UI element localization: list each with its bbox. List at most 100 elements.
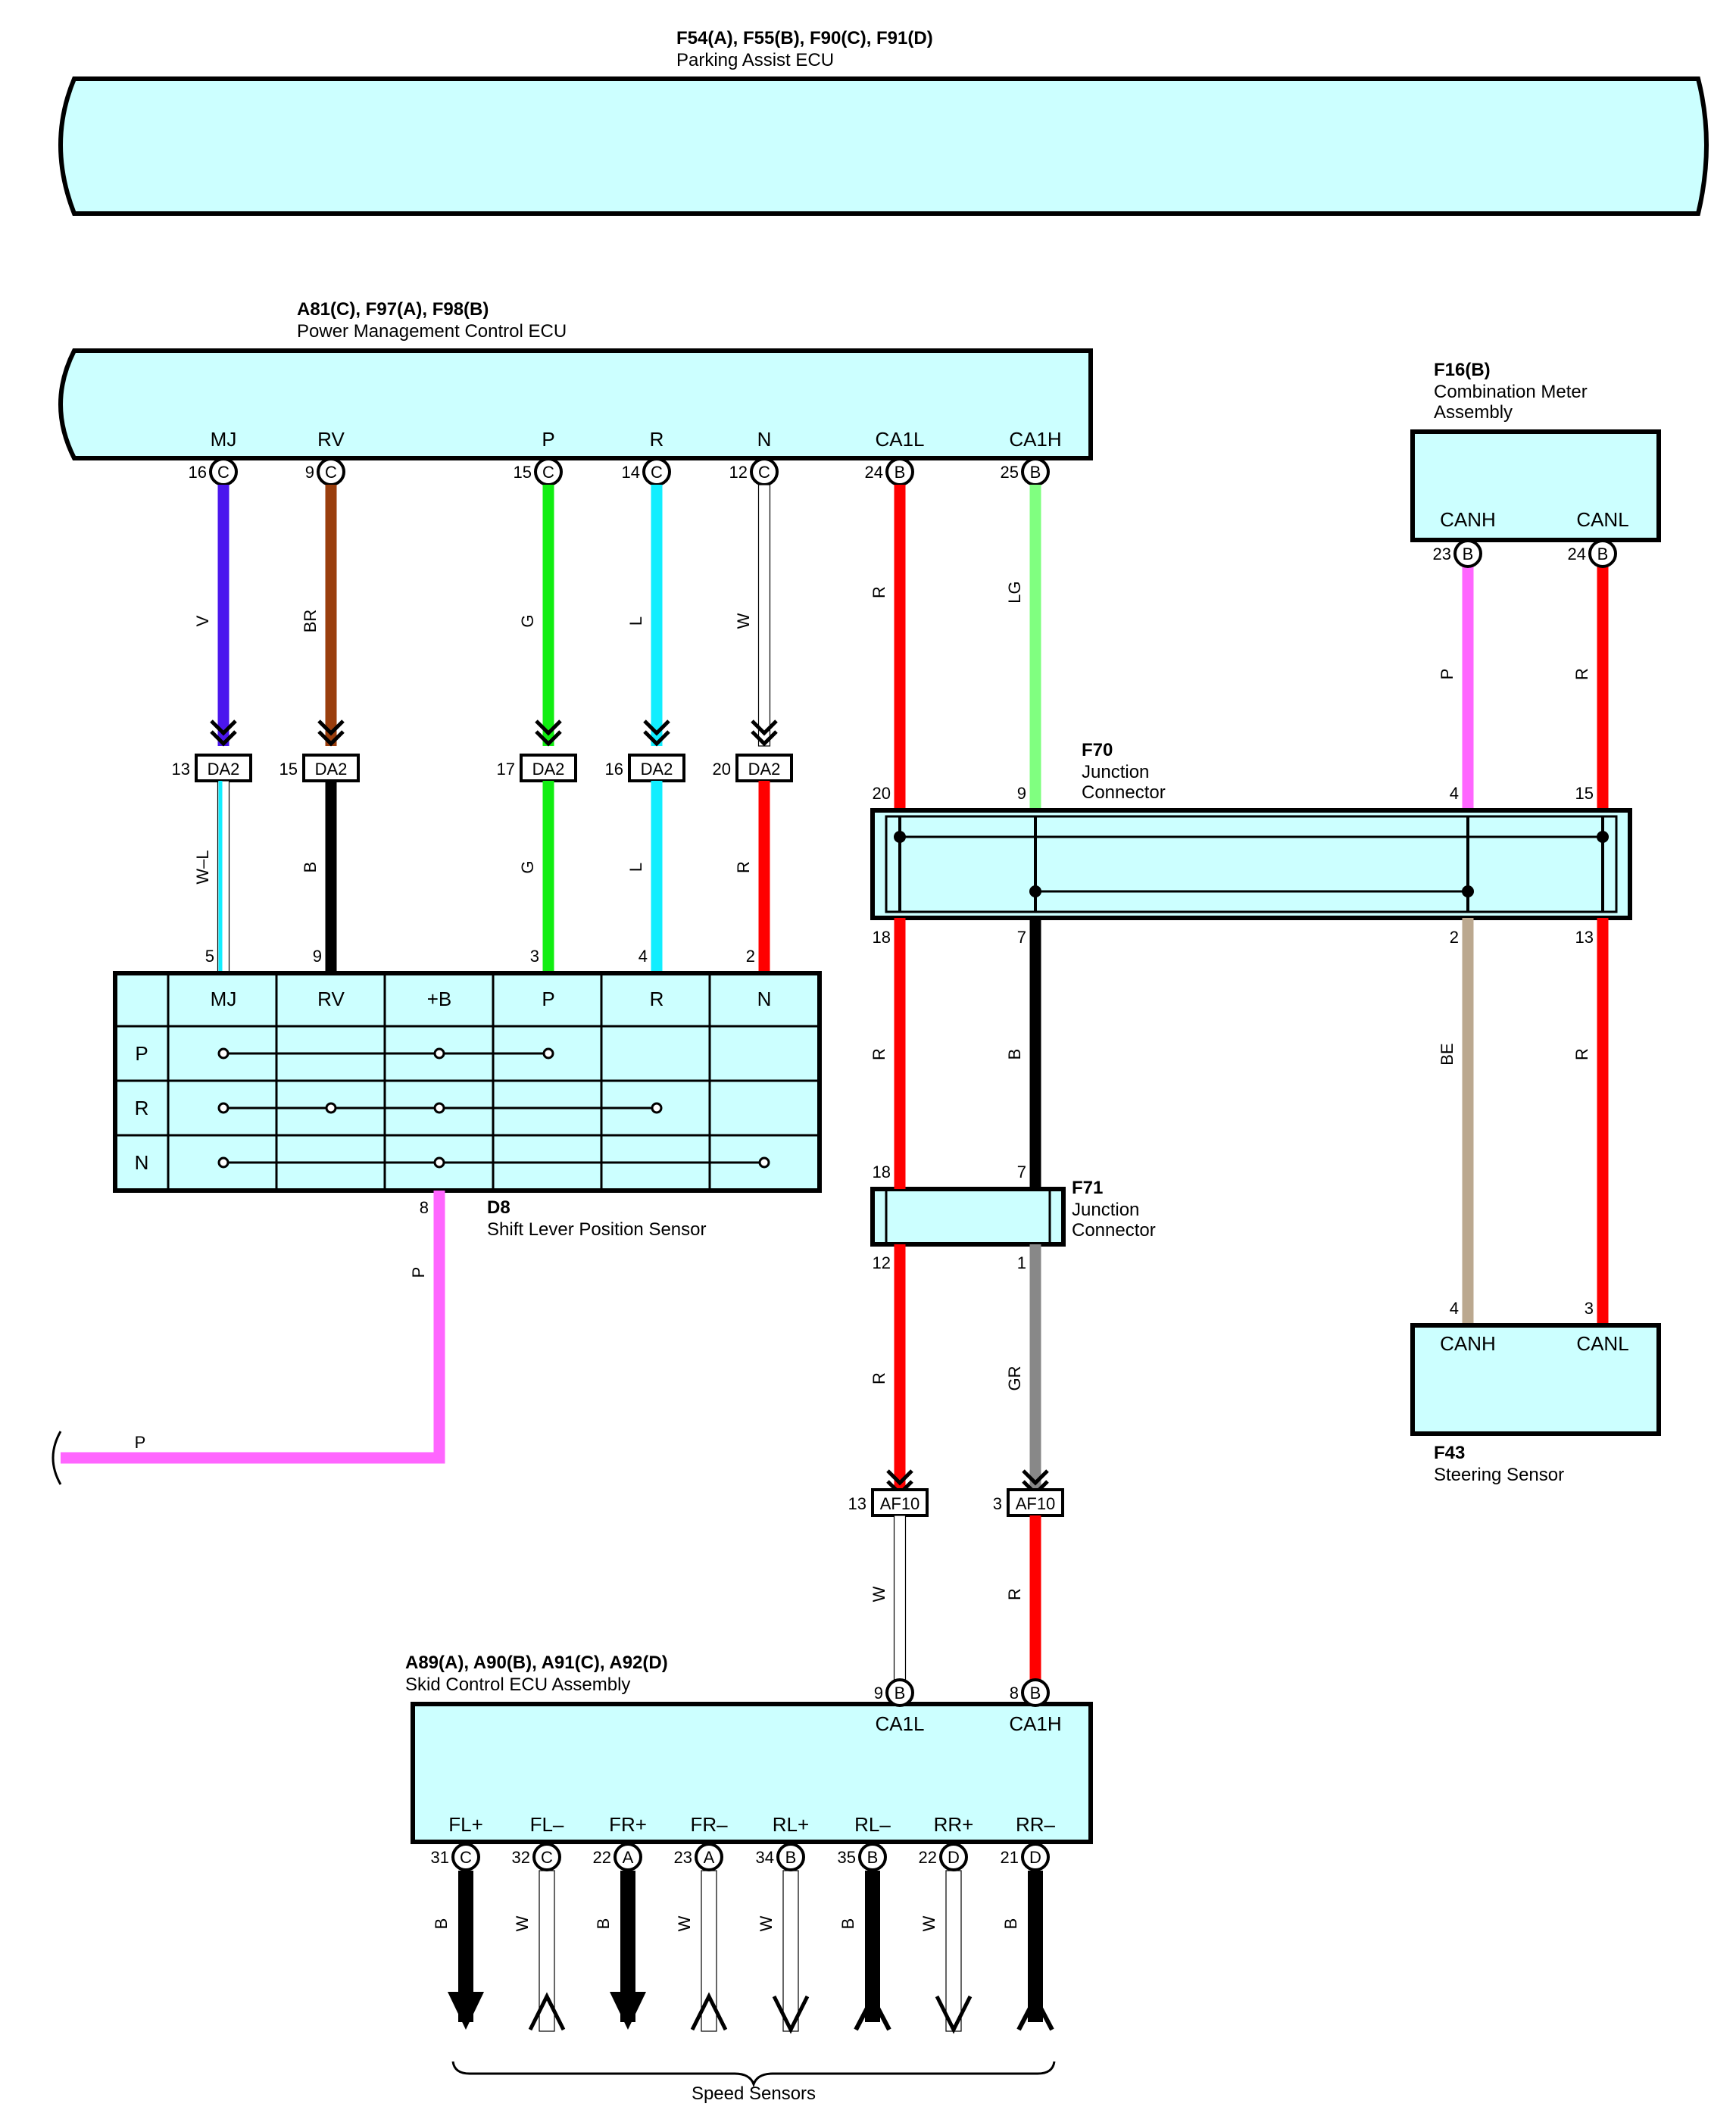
af10-lower-wire-0 xyxy=(893,1515,907,1681)
pm-terminal-5-pin: 24 xyxy=(865,463,883,482)
pm-terminal-0-pin: 16 xyxy=(189,463,207,482)
skid-bottom-wire-label-2: B xyxy=(594,1918,613,1930)
upper-wire-label-0: V xyxy=(193,615,212,626)
upper-wire-4 xyxy=(757,484,771,747)
steering-canh: CANH xyxy=(1440,1332,1496,1355)
pm-terminal-label-4: N xyxy=(757,428,772,451)
pm-terminal-label-2: P xyxy=(542,428,554,451)
da2-lower-wire-label-4: R xyxy=(734,861,753,873)
speed-sensors-brace xyxy=(451,2061,1056,2088)
f71-name-1: Junction xyxy=(1072,1200,1139,1220)
shift-out-break xyxy=(52,1431,62,1485)
skid-bottom-wire-label-1: W xyxy=(513,1915,532,1931)
da2-lower-wire-label-0: W–L xyxy=(193,850,212,884)
shift-row-1: R xyxy=(135,1097,149,1119)
pm-terminal-6-pin: 25 xyxy=(1001,463,1019,482)
skid-bottom-terminal-1-conn: C xyxy=(541,1848,553,1867)
f70-bottom-pin-0: 18 xyxy=(873,928,891,947)
shift-out-wire-label-h: P xyxy=(135,1433,146,1452)
f71-lower-wire-label-1: GR xyxy=(1005,1366,1024,1391)
skid-bottom-terminal-6-conn: D xyxy=(948,1848,960,1867)
steering-canl: CANL xyxy=(1576,1332,1628,1355)
pm-terminal-label-6: CA1H xyxy=(1009,428,1061,451)
af10-0-pin: 13 xyxy=(848,1494,866,1513)
da2-2-label: DA2 xyxy=(532,760,565,779)
da2-4-pin: 20 xyxy=(713,760,731,779)
skid-bottom-wire-label-4: W xyxy=(757,1915,776,1931)
shift-cont-dot-1-0 xyxy=(217,1102,229,1114)
shift-cont-dot-2-2 xyxy=(758,1156,770,1169)
pm-terminal-4-pin: 12 xyxy=(729,463,748,482)
skid-arrow-0 xyxy=(448,1992,484,2030)
upper-chevron-4 xyxy=(751,719,778,747)
steering-sensor: CANH CANL F43 Steering Sensor xyxy=(1410,1323,1661,1485)
shift-out-pin: 8 xyxy=(420,1198,429,1217)
skid-arrow-2 xyxy=(610,1992,646,2030)
shift-row-0: P xyxy=(135,1042,148,1065)
pm-ecu-box xyxy=(58,348,1093,460)
skid-bottom-wire-label-7: B xyxy=(1001,1918,1020,1930)
pm-terminal-label-3: R xyxy=(650,428,664,451)
skid-top-terminal-1-conn: B xyxy=(1030,1684,1041,1703)
skid-top-terminal-0-pin: 9 xyxy=(874,1684,883,1703)
da2-lower-wire-label-1: B xyxy=(301,862,320,873)
pm-terminal-label-5: CA1L xyxy=(875,428,924,451)
skid-bottom-wire-6 xyxy=(945,1870,962,2032)
skid-ecu-title: A89(A), A90(B), A91(C), A92(D) xyxy=(405,1653,668,1673)
da2-lower-wire-0-stripe xyxy=(218,781,223,973)
skid-bottom-label-6: RR+ xyxy=(934,1813,974,1836)
shift-cont-dot-0-2 xyxy=(542,1047,554,1060)
shift-pin-3: 4 xyxy=(639,947,648,966)
da2-3-pin: 16 xyxy=(605,760,623,779)
f71-name-2: Connector xyxy=(1072,1220,1156,1241)
pm-terminal-5-conn: B xyxy=(895,463,906,482)
af10-0-label: AF10 xyxy=(880,1494,920,1513)
meter-terminal-1-circle xyxy=(1588,539,1617,568)
pm-terminal-1-conn: C xyxy=(325,463,337,482)
skid-top-label-1: CA1H xyxy=(1009,1712,1061,1735)
skid-bottom-terminal-3-conn: A xyxy=(704,1848,715,1867)
upper-wire-label-6: LG xyxy=(1005,581,1024,603)
meter-box xyxy=(1410,429,1661,542)
upper-wire-label-2: G xyxy=(518,614,537,627)
f70-top-pin-1: 9 xyxy=(1017,784,1026,803)
skid-bottom-terminal-0-pin: 31 xyxy=(431,1848,449,1867)
pm-terminal-label-0: MJ xyxy=(211,428,237,451)
skid-ecu-name: Skid Control ECU Assembly xyxy=(405,1674,630,1695)
f70-lower-wire-label-1: B xyxy=(1005,1049,1024,1060)
f70-top-pin-0: 20 xyxy=(873,784,891,803)
meter-name-2: Assembly xyxy=(1434,402,1513,423)
skid-arrow-3 xyxy=(690,1992,728,2031)
shift-cont-dot-1-1 xyxy=(325,1102,337,1114)
da2-1-pin: 15 xyxy=(279,760,298,779)
af10-1-label: AF10 xyxy=(1016,1494,1056,1513)
shift-sensor-title: D8 xyxy=(487,1197,510,1218)
pm-ecu-name: Power Management Control ECU xyxy=(297,321,567,342)
meter-wire-label-0: P xyxy=(1438,669,1457,680)
f70-splice-2 xyxy=(1029,885,1041,897)
f70-splice-1 xyxy=(1597,831,1609,843)
meter-terminal-1-conn: B xyxy=(1597,545,1609,563)
da2-0-label: DA2 xyxy=(208,760,240,779)
pm-terminal-4-conn: C xyxy=(758,463,770,482)
shift-cont-dot-1-2 xyxy=(433,1102,445,1114)
parking-assist-ecu: F54(A), F55(B), F90(C), F91(D) Parking A… xyxy=(58,28,1709,216)
f70-lower-wire-label-3: R xyxy=(1572,1048,1591,1060)
shift-out-wire xyxy=(61,1191,445,1464)
skid-bottom-label-1: FL– xyxy=(530,1813,564,1836)
skid-arrow-1 xyxy=(528,1992,566,2031)
af10-1-box xyxy=(1007,1488,1064,1517)
skid-top-terminal-0-conn: B xyxy=(895,1684,906,1703)
pm-terminal-label-1: RV xyxy=(317,428,345,451)
shift-cont-dot-1-3 xyxy=(651,1102,663,1114)
power-management-ecu: A81(C), F97(A), F98(B) Power Management … xyxy=(58,299,1093,486)
f71-bottom-pin-1: 1 xyxy=(1017,1253,1026,1272)
f71-junction-connector: F71 Junction Connector xyxy=(870,1178,1156,1247)
